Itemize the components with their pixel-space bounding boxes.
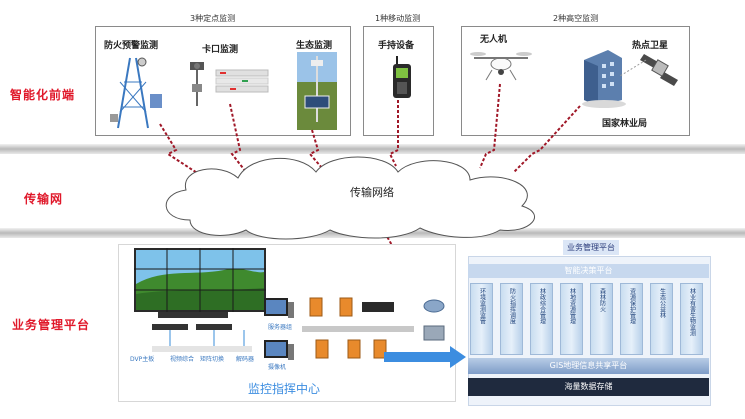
- workstations-icon: [264, 297, 414, 360]
- layer-label-platform: 业务管理平台: [12, 318, 91, 332]
- camera-group-label: 摄像机: [268, 364, 287, 371]
- platform-column-7: 生态公益林: [650, 283, 673, 355]
- separator-band-top: [0, 144, 745, 154]
- network-cloud-label: 传输网络: [350, 186, 394, 199]
- drone-label: 无人机: [480, 35, 508, 45]
- signal-link-handheld: [388, 100, 399, 167]
- transmission-cloud-icon: [165, 156, 535, 240]
- gis-platform-bar: GIS地理信息共享平台: [468, 358, 709, 374]
- rack-label-4: 解码器: [236, 356, 255, 363]
- signal-link-ecology: [308, 129, 323, 169]
- platform-column-5: 森林防火: [590, 283, 613, 355]
- platform-panel-title: 业务管理平台: [563, 240, 619, 255]
- storage-bar: 海量数据存储: [468, 378, 709, 396]
- platform-column-4: 林地资源管理: [560, 283, 583, 355]
- platform-column-8: 林业有害生物监测: [680, 283, 703, 355]
- forestry-bureau-label: 国家林业局: [602, 119, 648, 129]
- rack-label-2: 视频综合: [170, 356, 195, 363]
- signal-link-checkpoint: [229, 103, 247, 173]
- handheld-device-icon: [393, 56, 411, 98]
- rack-label-3: 矩阵切换: [200, 356, 225, 363]
- ecology-station-icon: [297, 52, 337, 130]
- video-wall-icon: [134, 248, 266, 312]
- platform-column-2: 防火指挥调度: [500, 283, 523, 355]
- group-title-aerial: 2种高空监测: [553, 14, 599, 23]
- server-group-label: 服务器组: [268, 324, 293, 331]
- signal-link-fire-tower: [159, 123, 209, 181]
- forestry-bureau-building-icon: [582, 50, 626, 108]
- checkpoint-camera-icon: [190, 62, 269, 106]
- ecology-label: 生态监测: [296, 41, 333, 51]
- handheld-label: 手持设备: [378, 41, 415, 51]
- group-title-fixed: 3种定点监测: [190, 14, 236, 23]
- decision-platform-bar: 智能决策平台: [468, 264, 709, 278]
- rack-label-1: DVP主板: [130, 356, 155, 363]
- fire-tower-icon: [110, 57, 162, 129]
- equipment-rack-icon: [152, 312, 252, 352]
- workstation-top: [264, 298, 294, 318]
- aerial-monitoring-box: [461, 26, 690, 136]
- signal-link-drone: [479, 83, 501, 169]
- data-flow-arrow: [384, 346, 466, 368]
- signal-link-bureau: [513, 105, 581, 173]
- satellite-label: 热点卫星: [632, 41, 669, 51]
- platform-column-1: 环境监测监管: [470, 283, 493, 355]
- platform-column-6: 资源保护管理: [620, 283, 643, 355]
- satellite-icon: [640, 54, 678, 86]
- layer-label-network: 传输网: [24, 192, 64, 206]
- control-center-title: 监控指挥中心: [248, 382, 321, 396]
- fire-tower-label: 防火预警监测: [104, 41, 159, 51]
- satellite-beam: [619, 59, 647, 77]
- layer-label-frontend: 智能化前端: [10, 88, 76, 102]
- router-icon: [423, 299, 445, 341]
- drone-icon: [470, 52, 532, 81]
- platform-column-3: 林政综合管理: [530, 283, 553, 355]
- checkpoint-label: 卡口监测: [202, 45, 239, 55]
- workstation-bottom: [264, 340, 294, 360]
- group-title-mobile: 1种移动监测: [375, 14, 421, 23]
